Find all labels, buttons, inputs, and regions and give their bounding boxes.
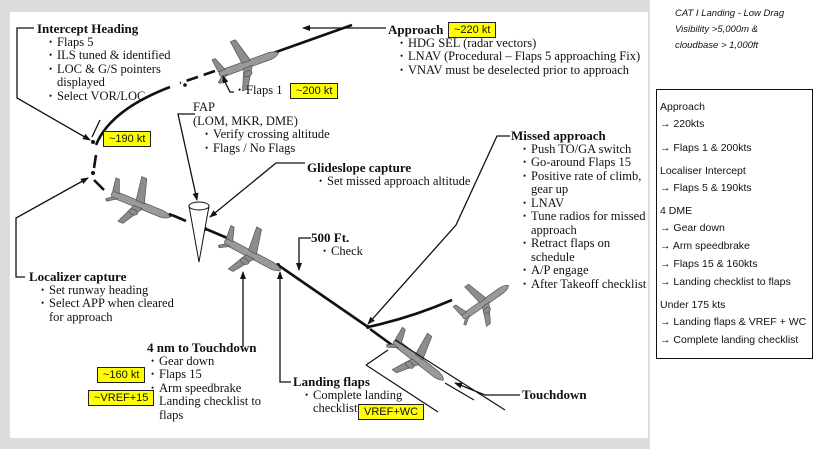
leader-lines <box>15 25 520 396</box>
callout-500ft: 500 Ft. Check <box>311 231 363 258</box>
leader-glideslope <box>209 162 305 218</box>
path-gs-dash1 <box>171 213 187 223</box>
summary-step: → Landing checklist to flaps <box>660 276 791 288</box>
callout-glideslope-capture: Glideslope capture Set missed approach a… <box>307 161 470 188</box>
callout-item: Check <box>323 244 363 259</box>
callout-item: HDG SEL (radar vectors) <box>400 36 640 51</box>
callout-item: LNAV (Procedural – Flaps 5 approaching F… <box>400 49 640 64</box>
path-localizer-join <box>93 179 105 191</box>
badge-flaps1-speed: ~200 kt <box>290 83 339 99</box>
path-flare-segment <box>369 327 393 347</box>
callout-item: Tune radios for missed approach <box>523 209 651 237</box>
callout-item: Set missed approach altitude <box>319 174 470 189</box>
callout-item: Go-around Flaps 15 <box>523 155 651 170</box>
summary-step: → Landing flaps & VREF + WC <box>660 316 807 328</box>
callout-item: A/P engage <box>523 263 651 278</box>
callout-title: Approach <box>388 22 444 37</box>
callout-item: Push TO/GA switch <box>523 142 651 157</box>
badge-vref-wc: VREF+WC <box>358 404 425 420</box>
summary-heading: 4 DME <box>660 205 693 217</box>
callout-item: Retract flaps on schedule <box>523 236 651 264</box>
leader-landing-flaps <box>277 271 291 383</box>
note-line: CAT I Landing - Low Drag <box>675 8 785 19</box>
summary-heading: Approach <box>660 101 705 113</box>
aircraft-go-around-icon <box>446 265 521 337</box>
callout-title: Intercept Heading <box>37 21 139 36</box>
summary-step: → Flaps 1 & 200kts <box>660 142 752 154</box>
callout-item: Flags / No Flags <box>205 141 330 156</box>
path-final-segment <box>277 263 369 329</box>
note-line: cloudbase > 1,000ft <box>675 40 759 51</box>
callout-item: Select APP when cleared for approach <box>41 296 179 324</box>
callout-flaps1: Flaps 1 <box>226 83 282 98</box>
badge-vref-plus-15: ~VREF+15 <box>88 390 155 406</box>
badge-flaps15-speed: ~160 kt <box>97 367 146 383</box>
summary-step: → 220kts <box>660 118 705 130</box>
summary-step: → Complete landing checklist <box>660 334 799 346</box>
summary-box: Approach → 220kts → Flaps 1 & 200kts Loc… <box>656 89 813 359</box>
summary-step: → Gear down <box>660 222 725 234</box>
callout-item: After Takeoff checklist <box>523 277 651 292</box>
leader-flaps1 <box>222 75 234 93</box>
callout-item: Positive rate of climb, gear up <box>523 169 651 197</box>
callout-title: Landing flaps <box>293 374 370 389</box>
leader-localizer <box>15 177 89 278</box>
callout-missed-approach: Missed approach Push TO/GA switch Go-aro… <box>511 129 651 291</box>
marker-cone-icon <box>188 201 210 263</box>
summary-heading: Localiser Intercept <box>660 165 746 177</box>
aircraft-final-icon <box>210 214 294 292</box>
callout-item: Gear down <box>151 354 267 369</box>
callout-title: Localizer capture <box>29 269 127 284</box>
callout-title: FAP <box>193 100 216 114</box>
path-missed-approach <box>367 298 453 329</box>
callout-item: Landing checklist to flaps <box>151 394 267 422</box>
callout-item: Flaps 15 <box>151 367 267 382</box>
callout-title: Touchdown <box>522 387 587 402</box>
summary-heading: Under 175 kts <box>660 299 726 311</box>
callout-touchdown: Touchdown <box>522 388 587 402</box>
badge-intercept-speed: ~190 kt <box>103 131 152 147</box>
callout-localizer-capture: Localizer capture Set runway heading Sel… <box>29 270 179 324</box>
callout-landing-flaps: Landing flaps Complete landing checklist <box>293 375 403 416</box>
leader-intercept-turn <box>91 119 101 138</box>
callout-title: Missed approach <box>511 128 606 143</box>
callout-item: Select VOR/LOC <box>49 89 187 104</box>
callout-fap: FAP (LOM, MKR, DME) Verify crossing alti… <box>193 100 330 156</box>
callout-title: 4 nm to Touchdown <box>147 340 257 355</box>
leader-fap <box>177 113 199 201</box>
summary-step: → Arm speedbrake <box>660 240 750 252</box>
callout-item: Flaps 1 <box>238 83 282 98</box>
callout-intercept-heading: Intercept Heading Flaps 5 ILS tuned & id… <box>37 22 187 103</box>
callout-item: Flaps 5 <box>49 35 187 50</box>
landing-category-note: CAT I Landing - Low Drag Visibility >5,0… <box>675 6 784 54</box>
callout-item: Arm speedbrake <box>151 381 267 396</box>
path-intercept-dash <box>92 154 98 169</box>
badge-approach-speed: ~220 kt <box>448 22 497 38</box>
callout-item: LNAV <box>523 196 651 211</box>
callout-4nm-to-touchdown: 4 nm to Touchdown Gear down Flaps 15 Arm… <box>147 341 267 422</box>
callout-item: ILS tuned & identified <box>49 48 187 63</box>
callout-title: 500 Ft. <box>311 230 350 245</box>
callout-item: VNAV must be deselected prior to approac… <box>400 63 640 78</box>
callout-item: Set runway heading <box>41 283 179 298</box>
summary-step: → Flaps 15 & 160kts <box>660 258 758 270</box>
callout-item: Complete landing checklist <box>305 388 403 416</box>
callout-subtitle: (LOM, MKR, DME) <box>193 113 298 128</box>
leader-intercept-heading <box>16 27 91 141</box>
leader-missed-approach <box>367 135 510 325</box>
leader-touchdown <box>454 382 520 396</box>
leader-500ft <box>296 237 311 271</box>
callout-item: Verify crossing altitude <box>205 127 330 142</box>
aircraft-intercept-icon <box>99 166 181 240</box>
callout-item: LOC & G/S pointers displayed <box>49 62 187 90</box>
callout-approach: Approach HDG SEL (radar vectors) LNAV (P… <box>388 23 640 77</box>
summary-step: → Flaps 5 & 190kts <box>660 182 752 194</box>
path-approach-segment <box>261 23 353 59</box>
note-line: Visibility >5,000m & <box>675 24 758 35</box>
path-flaps1-segment <box>179 69 216 85</box>
callout-title: Glideslope capture <box>307 160 412 175</box>
